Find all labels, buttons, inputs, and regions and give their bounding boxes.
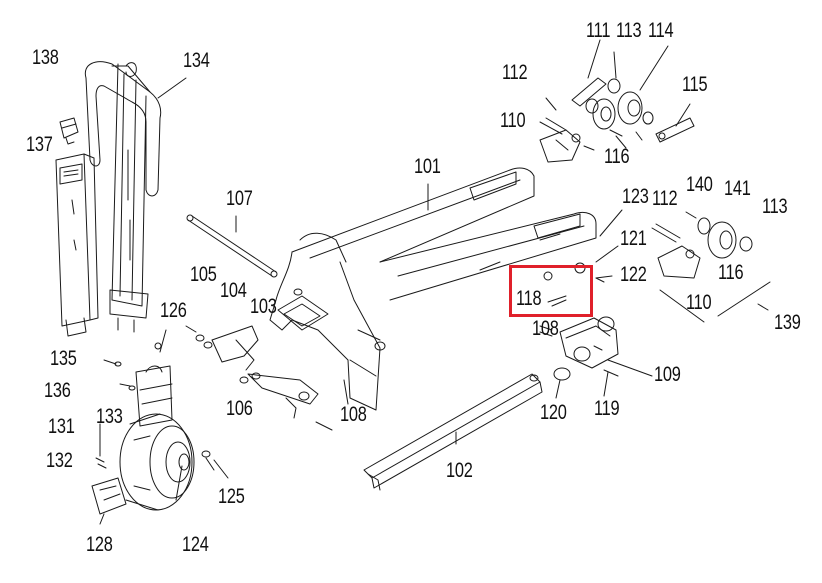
frame-forks-part-101 — [269, 167, 597, 411]
callout-119: 119 — [594, 397, 620, 420]
highlight-box-part-118 — [509, 265, 593, 317]
callout-121: 121 — [620, 227, 647, 250]
callout-125: 125 — [218, 485, 245, 508]
handle-assembly — [84, 61, 162, 333]
callout-101: 101 — [414, 155, 441, 178]
callout-133: 133 — [96, 405, 123, 428]
callout-114: 114 — [648, 19, 674, 42]
callout-104: 104 — [220, 279, 247, 302]
clip-part-128 — [91, 477, 127, 515]
callout-110-lower: 110 — [686, 291, 712, 314]
callout-105: 105 — [190, 263, 217, 286]
callout-113-upper: 113 — [616, 19, 642, 42]
callout-118: 118 — [516, 287, 542, 310]
callout-122: 122 — [620, 263, 647, 286]
callout-141: 141 — [724, 177, 751, 200]
callout-106: 106 — [226, 397, 253, 420]
callout-140: 140 — [686, 173, 713, 196]
rear-roller-group-upper — [539, 77, 695, 163]
knob-part-138 — [59, 117, 79, 145]
pins-104-105-106 — [185, 325, 249, 384]
callout-134: 134 — [183, 49, 210, 72]
callout-126: 126 — [160, 299, 187, 322]
callout-135: 135 — [50, 347, 77, 370]
leader-lines — [99, 39, 691, 525]
callout-108-left: 108 — [340, 403, 367, 426]
axle-rod-part-107 — [186, 214, 278, 278]
callout-138: 138 — [32, 46, 59, 69]
callout-137: 137 — [26, 133, 53, 156]
callout-111: 111 — [586, 19, 611, 42]
steer-wheel-part-124 — [119, 413, 195, 511]
load-roller-unit-part-109 — [539, 316, 619, 381]
callout-131: 131 — [48, 415, 75, 438]
callout-123: 123 — [622, 185, 649, 208]
small-fittings — [95, 450, 215, 471]
callout-132: 132 — [46, 449, 73, 472]
callout-128: 128 — [86, 533, 113, 556]
cover-part-137 — [55, 153, 99, 337]
callout-113-lower: 113 — [762, 195, 788, 218]
push-rod-part-102 — [363, 373, 543, 491]
linkage-part-103 — [211, 325, 333, 431]
callout-116-lower: 116 — [718, 261, 744, 284]
callout-112-lower: 112 — [652, 187, 678, 210]
callout-110-upper: 110 — [500, 109, 526, 132]
callout-103: 103 — [250, 295, 277, 318]
callout-124: 124 — [182, 533, 209, 556]
callout-139: 139 — [774, 311, 801, 334]
callout-120: 120 — [540, 401, 567, 424]
callout-136: 136 — [44, 379, 71, 402]
callout-107: 107 — [226, 187, 253, 210]
callout-102: 102 — [446, 459, 473, 482]
rear-roller-group-lower — [651, 211, 771, 323]
callout-108-right: 108 — [532, 317, 559, 340]
callout-112-upper: 112 — [502, 61, 528, 84]
callout-116-upper: 116 — [604, 145, 630, 168]
callout-115: 115 — [682, 73, 708, 96]
callout-109: 109 — [654, 363, 681, 386]
pump-assembly — [103, 342, 173, 427]
bushing-parts-118-123 — [543, 262, 605, 307]
